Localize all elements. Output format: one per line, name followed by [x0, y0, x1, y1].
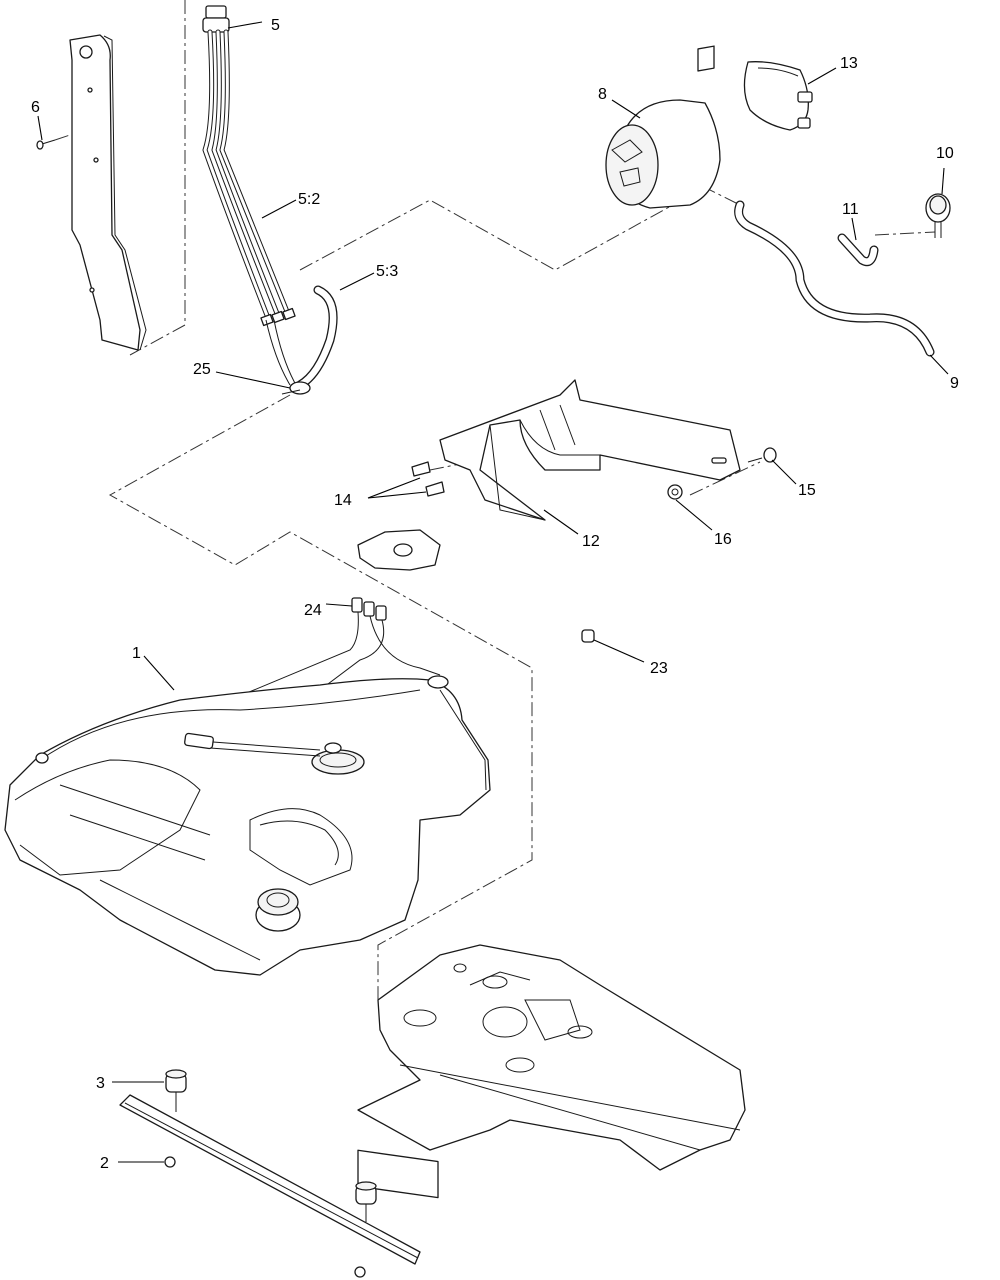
part-6-screw	[36, 139, 56, 150]
callout-13: 13	[840, 55, 858, 72]
callout-2: 2	[100, 1155, 109, 1172]
part-5-filler-neck	[202, 5, 296, 327]
part-12-bracket	[439, 379, 741, 521]
phantom-lines	[54, 0, 936, 1000]
callout-1: 1	[132, 645, 141, 662]
part-8-canister	[605, 45, 721, 209]
part-13-strap	[743, 61, 813, 131]
callout-14: 14	[334, 492, 352, 509]
callout-12: 12	[582, 533, 600, 550]
part-25-fittings	[229, 529, 441, 721]
part-11-elbow	[837, 233, 879, 267]
callout-15: 15	[798, 482, 816, 499]
callout-8: 8	[598, 86, 607, 103]
part-3-bumper	[165, 1069, 377, 1222]
callout-24: 25	[193, 361, 211, 378]
part-23-plug	[581, 629, 595, 643]
callout-11: 11	[842, 201, 859, 218]
callout-labels: 5 6 5:2 5:3 8 13 10 11 9 25 14 12 16 15 …	[31, 17, 959, 1172]
part-1-fuel-tank	[4, 675, 491, 976]
callout-5-2: 5:2	[298, 191, 320, 208]
part-24-clamp	[281, 381, 311, 395]
part-16-nut	[667, 484, 683, 500]
part-9-vent-hose	[734, 200, 935, 357]
callout-5-3: 5:3	[376, 263, 398, 280]
callout-9: 9	[950, 375, 959, 392]
part-6-bracket	[69, 34, 147, 351]
callout-3: 3	[96, 1075, 105, 1092]
part-14-screws	[411, 461, 445, 497]
callout-23: 23	[650, 660, 668, 677]
callout-16: 16	[714, 531, 732, 548]
part-5-3-hose	[265, 285, 338, 390]
callout-5: 5	[271, 17, 280, 34]
part-15-screw	[747, 447, 777, 463]
part-10-vent-cap	[925, 193, 951, 238]
callout-25: 24	[304, 602, 322, 619]
leader-lines	[37, 21, 949, 1163]
callout-10: 10	[936, 145, 954, 162]
lower-strap	[119, 1094, 421, 1265]
floor-plate	[357, 944, 746, 1199]
part-2-nut	[164, 1156, 366, 1278]
callout-6: 6	[31, 99, 40, 116]
